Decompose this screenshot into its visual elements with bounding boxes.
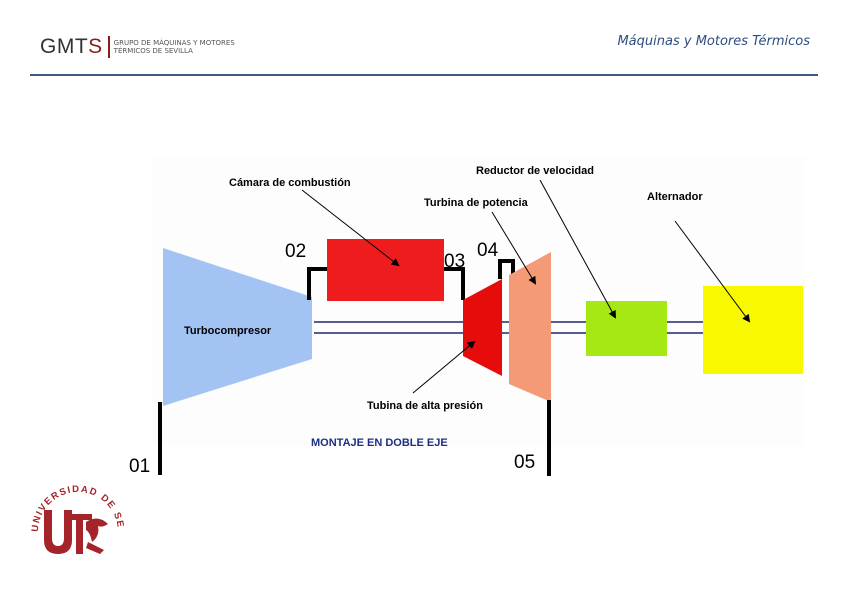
arrow-camara: [301, 189, 400, 267]
logo-text-line2: TÉRMICOS DE SEVILLA: [113, 47, 193, 55]
label-turbocompresor: Turbocompresor: [184, 325, 272, 337]
label-alternador: Alternador: [647, 191, 703, 203]
hp-turbine-shape: [463, 279, 502, 376]
label-turbina-alta: Tubina de alta presión: [367, 400, 483, 412]
header-title: Máquinas y Motores Térmicos: [617, 34, 810, 49]
university-seal: UNIVERSIDAD DE SEVILLA: [28, 470, 124, 554]
turbocompressor-shape: [163, 248, 312, 406]
arrow-alternador: [674, 220, 751, 323]
logo-text: GRUPO DE MÁQUINAS Y MOTORES TÉRMICOS DE …: [114, 39, 244, 55]
logo-text-line1: GRUPO DE MÁQUINAS Y MOTORES: [113, 39, 235, 47]
bracket-03: [444, 267, 465, 300]
label-montaje: MONTAJE EN DOBLE EJE: [311, 437, 448, 449]
seal-emblem: [44, 510, 108, 554]
alternator-shape: [703, 286, 803, 374]
station-04: 04: [477, 240, 499, 261]
station-03: 03: [444, 251, 465, 272]
arrow-turbina-potencia: [491, 211, 537, 285]
power-turbine-shape: [509, 252, 551, 402]
station-01: 01: [129, 456, 150, 477]
bracket-04: [498, 259, 515, 279]
label-camara: Cámara de combustión: [229, 177, 351, 189]
station-02: 02: [285, 241, 306, 262]
label-turbina-potencia: Turbina de potencia: [424, 197, 529, 209]
gmts-logo: GMTS GRUPO DE MÁQUINAS Y MOTORES TÉRMICO…: [40, 36, 244, 58]
logo-mark: GMTS: [40, 36, 110, 58]
bracket-02: [307, 267, 327, 300]
label-reductor: Reductor de velocidad: [476, 165, 594, 177]
speed-reducer-shape: [586, 301, 667, 356]
page-header: GMTS GRUPO DE MÁQUINAS Y MOTORES TÉRMICO…: [30, 28, 818, 76]
station-05: 05: [514, 452, 535, 473]
arrow-reductor: [539, 179, 616, 319]
combustion-chamber-shape: [327, 239, 444, 301]
arrow-turbina-alta: [412, 340, 476, 394]
